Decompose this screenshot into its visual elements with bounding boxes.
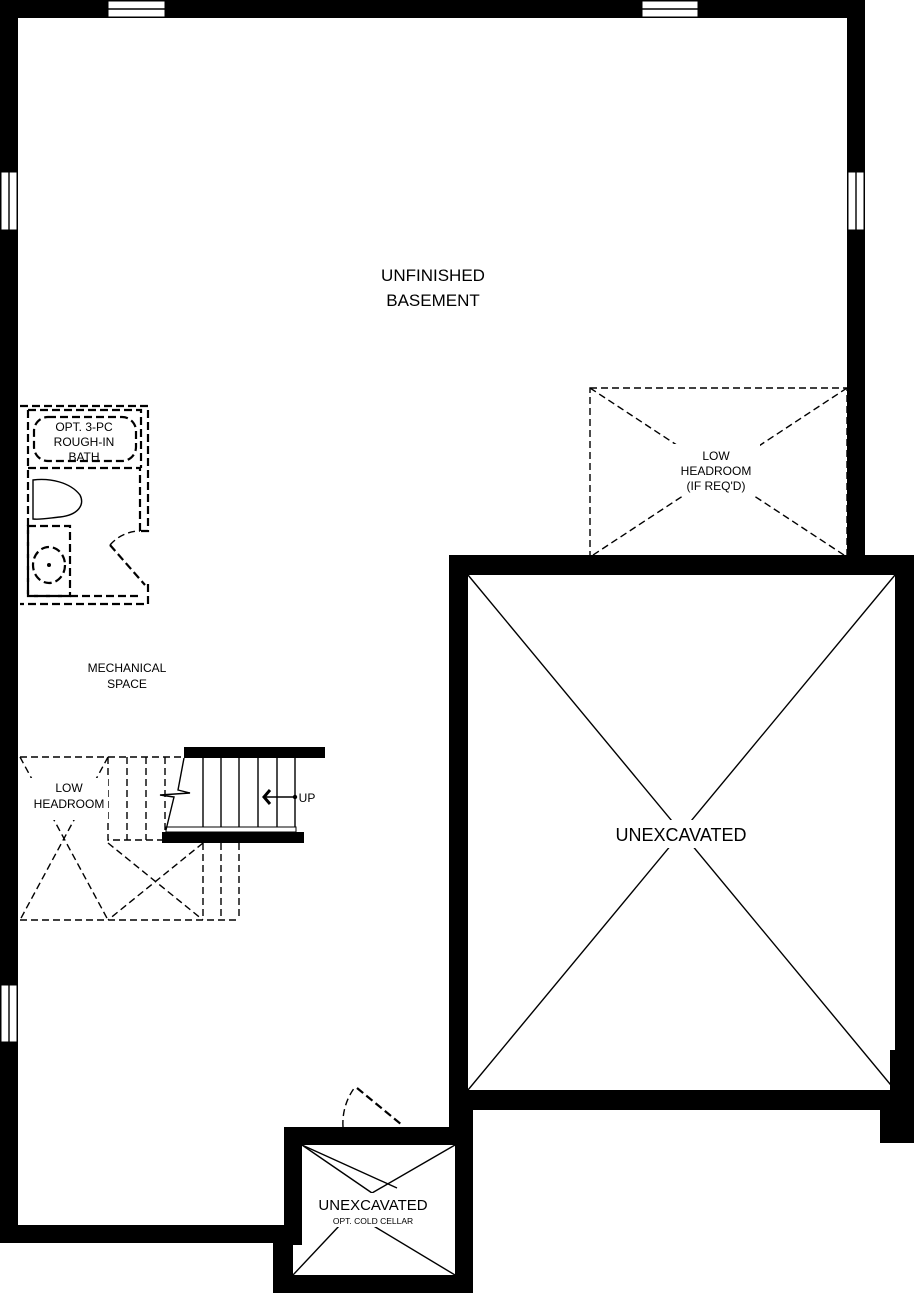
room-label-basement: UNFINISHED <box>381 266 485 285</box>
room-label-low-headroom-right-2: HEADROOM <box>681 464 752 478</box>
room-label-bath: OPT. 3-PC <box>55 420 113 434</box>
room-label-low-headroom-right-3: (IF REQ'D) <box>687 479 746 493</box>
room-label-mechanical-2: SPACE <box>107 677 147 691</box>
room-label-unexcavated: UNEXCAVATED <box>615 825 746 845</box>
windows <box>0 0 865 1043</box>
room-label-low-headroom-right: LOW <box>702 449 730 463</box>
room-label-bath-3: BATH <box>68 450 99 464</box>
unexcavated-cross <box>292 574 896 1276</box>
low-headroom-left-area <box>19 756 240 921</box>
stairs[interactable] <box>159 747 325 843</box>
room-label-low-headroom-left: LOW <box>55 781 83 795</box>
room-label-bath-2: ROUGH-IN <box>54 435 115 449</box>
rough-in-bath <box>20 404 150 606</box>
room-label-low-headroom-left-2: HEADROOM <box>34 797 105 811</box>
room-label-cold-cellar-sub: OPT. COLD CELLAR <box>333 1216 413 1226</box>
room-label-cold-cellar: UNEXCAVATED <box>318 1197 427 1214</box>
room-label-basement-2: BASEMENT <box>386 291 480 310</box>
stair-up-label: UP <box>299 791 316 805</box>
room-label-mechanical: MECHANICAL <box>88 661 167 675</box>
low-headroom-right-area <box>589 387 848 558</box>
